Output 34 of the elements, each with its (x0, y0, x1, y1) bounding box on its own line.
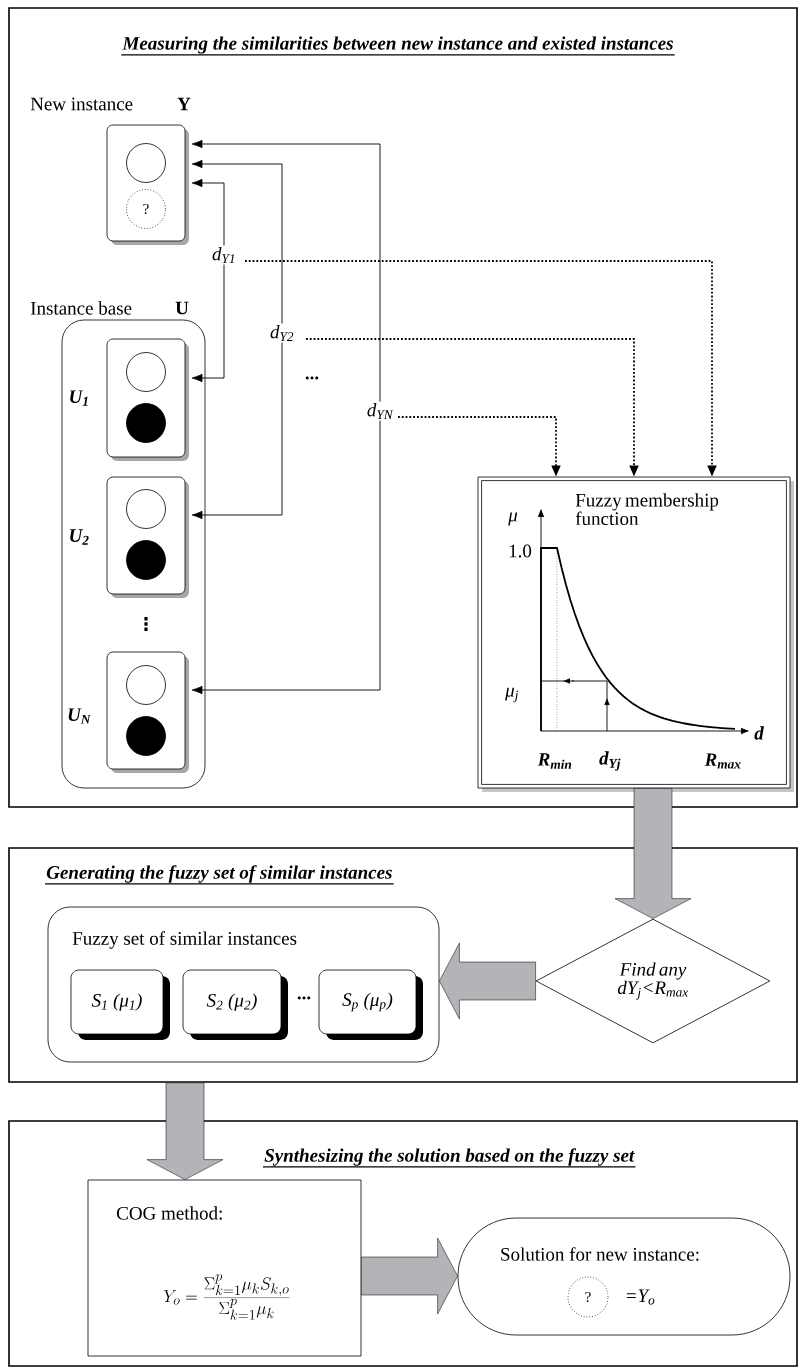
tick-label: 1.0 (509, 544, 532, 558)
block-arrow (361, 1237, 458, 1315)
tick-label: μ$_{j}$ (505, 687, 519, 703)
card-heading: Instance base (30, 301, 132, 315)
instance-label: U$_{N}$ (68, 708, 91, 724)
edge-label: d$_{YN}$ (365, 401, 395, 421)
card-heading: Y (177, 97, 191, 111)
instance-label: U$_{2}$ (70, 529, 89, 545)
tick-label: d$_{Yj}$ (599, 751, 621, 771)
arrow (191, 139, 381, 695)
vertical-ellipsis: ⋮ (144, 617, 148, 631)
edge-label: d$_{Y1}$ (210, 245, 238, 265)
card-heading: New instance (30, 97, 133, 111)
instance-label: U$_{1}$ (70, 390, 88, 406)
block-arrow (439, 942, 536, 1020)
axis-label: d (754, 726, 764, 740)
axis-label: μ (508, 512, 518, 526)
tick-label: R$_{min}$ (537, 753, 572, 769)
tick-label: R$_{max}$ (704, 753, 741, 769)
arrow (191, 159, 283, 520)
circle (126, 143, 166, 183)
ellipsis: ... (305, 376, 319, 380)
ellipsis: ... (297, 996, 311, 1000)
block-arrow (146, 1082, 224, 1180)
set-item-box: S$_{2}$ (μ$_{2}$) (182, 969, 288, 1040)
set-item-box: S$_{1}$ (μ$_{1}$) (70, 969, 170, 1040)
edge-label: d$_{Y2}$ (268, 323, 296, 343)
set-item-box: S$_{p}$ (μ$_{p}$) (318, 969, 423, 1040)
arrow (191, 178, 225, 383)
circle (126, 352, 166, 392)
filled-circle (126, 403, 166, 443)
block-arrow (614, 788, 692, 919)
card-heading: U (175, 301, 189, 315)
method-box: COG method: $Y_o=\frac{\Sigma_{k=1}^{p}\mu_k S_{k,o}}{\Sigma_{k=1}^{p}\mu_k}$ (87, 1179, 362, 1357)
